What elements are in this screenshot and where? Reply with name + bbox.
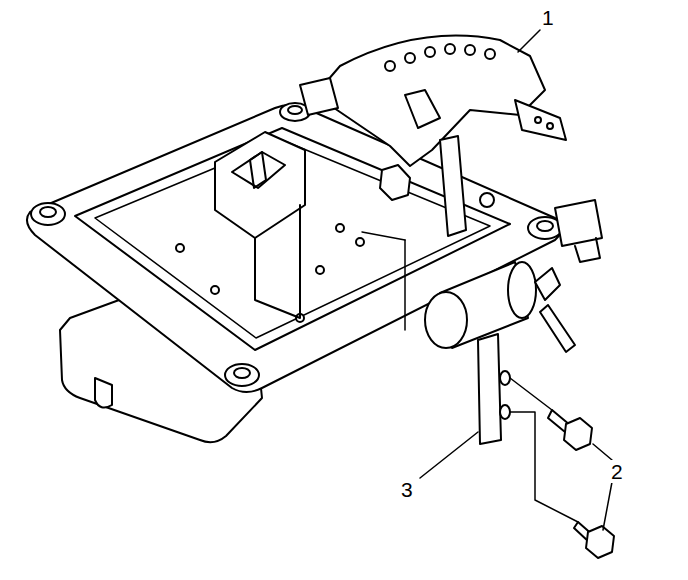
callout-number: 1 [540,6,556,29]
callout-number: 2 [609,460,625,483]
callout-number: 3 [399,478,415,501]
